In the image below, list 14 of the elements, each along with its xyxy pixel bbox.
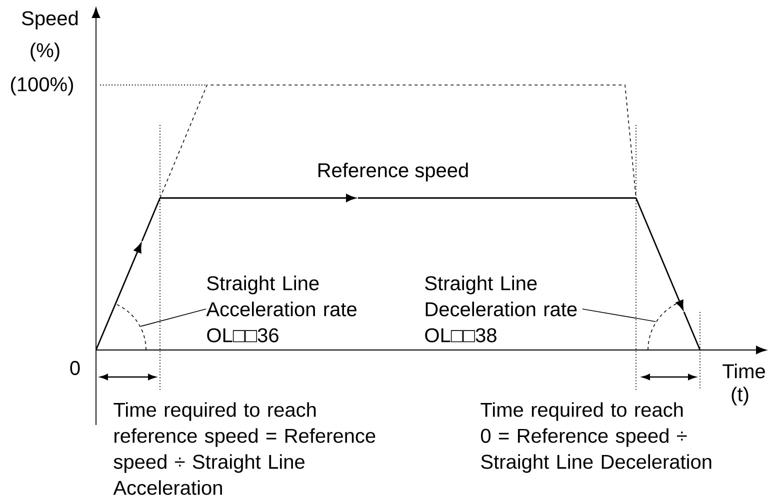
formula-note: Time required to reach reference speed = Reference speed ÷ Straight Line Acceleration (113, 402, 376, 495)
axis-title: Speed (22, 10, 78, 30)
axis-unit: (%) (30, 42, 60, 62)
axis-unit: (t) (732, 386, 748, 406)
rate-label: Straight Line Acceleration rate OL□□36 (206, 276, 356, 342)
angle-arc (115, 304, 146, 350)
leader-line (140, 308, 206, 327)
leader-line (582, 308, 656, 322)
formula-note: Time required to reach 0 = Reference speed ÷ Straight Line Deceleration (480, 402, 712, 473)
tick-label: 0 (70, 360, 80, 376)
rate-label: Straight Line Deceleration rate OL□□38 (425, 276, 577, 342)
tick-label: (100%) (11, 76, 73, 96)
curve-label: Reference speed (318, 162, 468, 182)
axis-title: Time (722, 364, 765, 378)
